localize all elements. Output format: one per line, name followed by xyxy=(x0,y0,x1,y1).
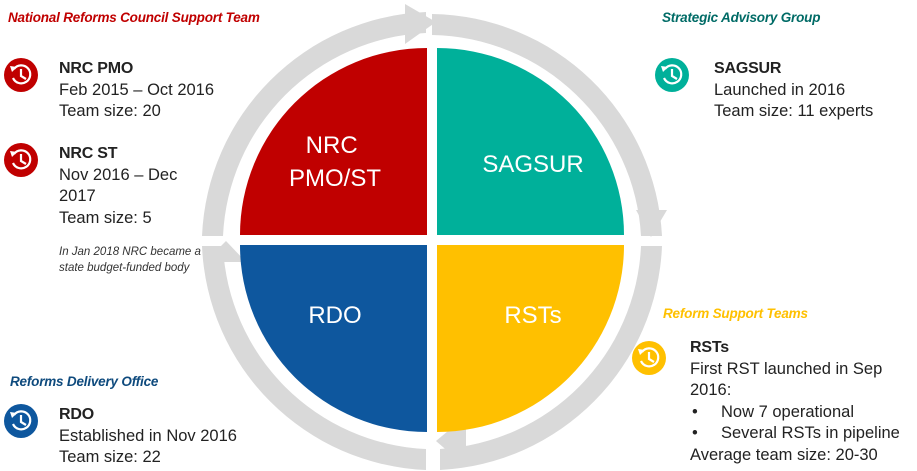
arrow-head-right xyxy=(636,210,667,237)
arrow-arc-top-left xyxy=(202,12,426,236)
nrc-st-dates-1: Nov 2016 – Dec xyxy=(59,165,178,184)
quadrant-label-rsts: RSTs xyxy=(504,302,561,329)
sagsur-block: SAGSUR Launched in 2016 Team size: 11 ex… xyxy=(655,58,910,128)
rdo-heading: RDO xyxy=(59,406,94,423)
nrc-pmo-text: NRC PMO Feb 2015 – Oct 2016 Team size: 2… xyxy=(59,58,214,123)
quadrant-rdo xyxy=(240,245,427,432)
rst-bullet-list: Now 7 operational Several RSTs in pipeli… xyxy=(690,402,917,445)
nrc-pmo-block: NRC PMO Feb 2015 – Oct 2016 Team size: 2… xyxy=(4,58,244,128)
quadrant-rsts xyxy=(437,245,624,432)
quadrant-sagsur xyxy=(437,48,624,235)
nrc-pmo-heading: NRC PMO xyxy=(59,60,134,77)
rst-average-team-size: Average team size: 20-30 xyxy=(690,445,878,464)
arrow-arc-bottom-left xyxy=(202,246,426,470)
rst-bullet-item: Several RSTs in pipeline xyxy=(690,423,917,445)
nrc-st-heading: NRC ST xyxy=(59,145,118,162)
quadrant-label-sagsur: SAGSUR xyxy=(482,151,583,178)
quadrant-label-rdo: RDO xyxy=(308,302,361,329)
rst-bullet-item: Now 7 operational xyxy=(690,402,917,424)
history-icon xyxy=(655,58,689,92)
quadrant-label-nrc: NRC PMO/ST xyxy=(289,132,381,192)
nrc-pmo-dates: Feb 2015 – Oct 2016 xyxy=(59,80,215,99)
nrc-st-dates-2: 2017 xyxy=(59,187,96,205)
cycle-arrows xyxy=(202,4,667,470)
section-title-rdo: Reforms Delivery Office xyxy=(10,374,159,389)
sagsur-launched: Launched in 2016 xyxy=(714,80,846,99)
rst-first-launched: First RST launched in Sep xyxy=(690,359,883,378)
nrc-st-team-size: Team size: 5 xyxy=(59,208,152,227)
nrc-pmo-team-size: Team size: 20 xyxy=(59,102,161,120)
sagsur-text: SAGSUR Launched in 2016 Team size: 11 ex… xyxy=(714,58,873,123)
history-icon xyxy=(4,58,38,92)
nrc-st-block: NRC ST Nov 2016 – Dec 2017 Team size: 5 xyxy=(4,143,244,235)
history-icon xyxy=(632,341,666,375)
rst-block: RSTs First RST launched in Sep 2016: Now… xyxy=(632,337,917,471)
arrow-head-left xyxy=(205,241,246,262)
nrc-note: In Jan 2018 NRC became a state budget-fu… xyxy=(59,246,201,274)
history-icon xyxy=(4,404,38,438)
sagsur-heading: SAGSUR xyxy=(714,60,782,77)
rdo-text: RDO Established in Nov 2016 Team size: 2… xyxy=(59,404,237,469)
nrc-st-text: NRC ST Nov 2016 – Dec 2017 Team size: 5 xyxy=(59,143,177,229)
rst-first-launched-year: 2016: xyxy=(690,381,732,399)
section-title-nrc: National Reforms Council Support Team xyxy=(8,10,260,25)
rst-text: RSTs First RST launched in Sep 2016: Now… xyxy=(690,337,917,466)
history-icon xyxy=(4,143,38,177)
rst-heading: RSTs xyxy=(690,339,729,356)
rdo-team-size: Team size: 22 xyxy=(59,448,161,466)
sagsur-team-size: Team size: 11 experts xyxy=(714,102,874,120)
section-title-sagsur: Strategic Advisory Group xyxy=(662,10,821,25)
section-title-rst: Reform Support Teams xyxy=(663,306,808,321)
rdo-block: RDO Established in Nov 2016 Team size: 2… xyxy=(4,404,274,471)
arrow-head-top xyxy=(405,4,436,44)
quadrant-nrc xyxy=(240,48,427,235)
rdo-established: Established in Nov 2016 xyxy=(59,426,237,445)
